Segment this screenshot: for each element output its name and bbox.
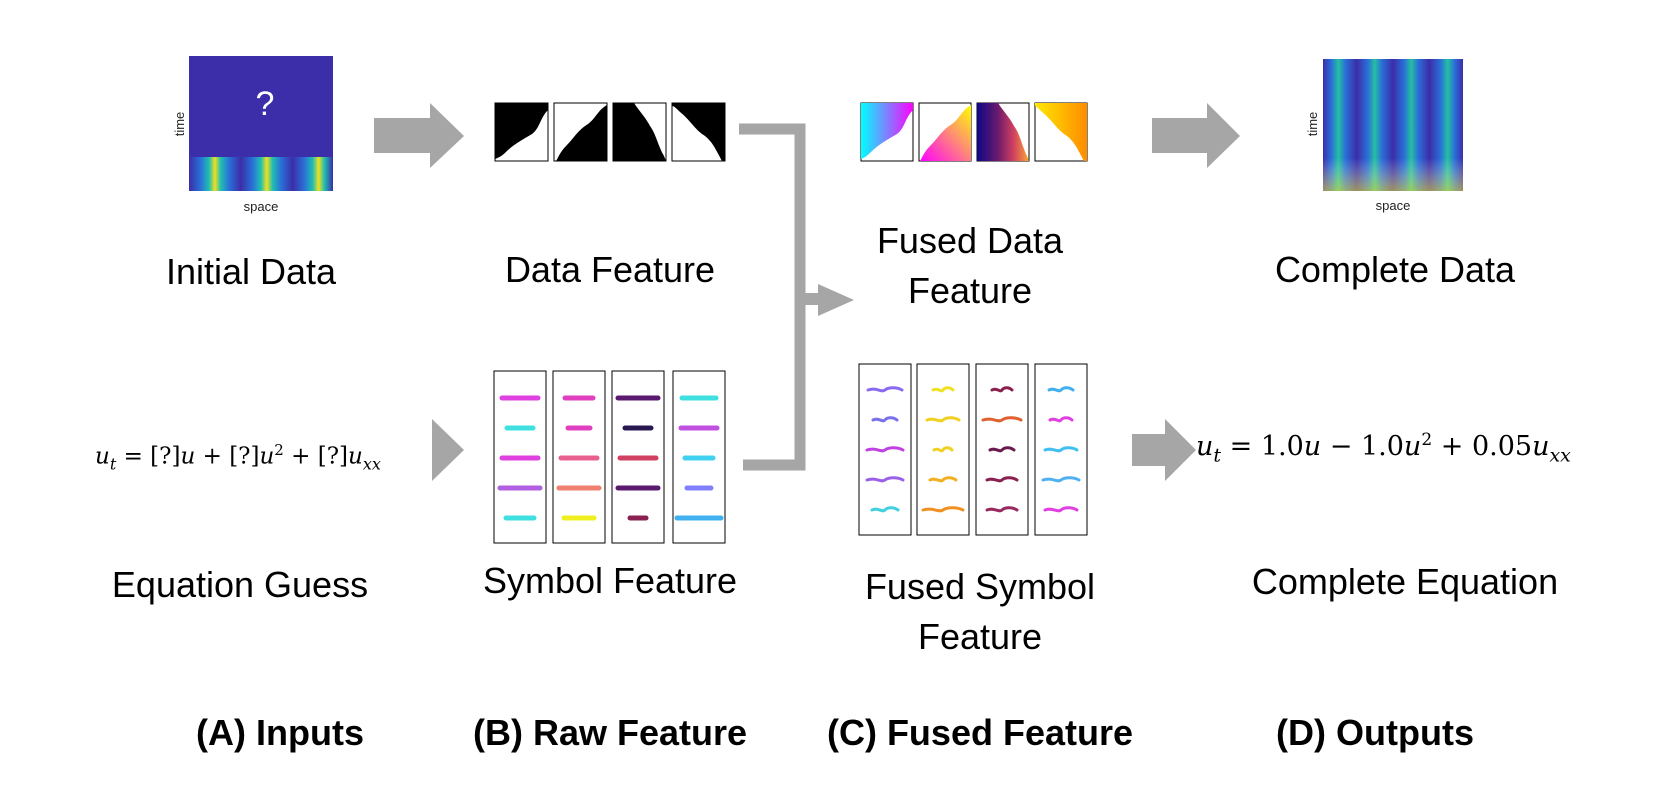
ceq-equals: =	[1221, 431, 1261, 462]
ceq-sup-2: 2	[1421, 430, 1433, 450]
right-arrow	[432, 419, 464, 481]
fused-symbol-feature-label-line2: Feature	[917, 616, 1043, 657]
ceq-plus: +	[1432, 431, 1472, 462]
equation-guess-label: Equation Guess	[111, 564, 369, 605]
section-heading-outputs: (D) Outputs	[1276, 712, 1474, 753]
ceq-coef-3: 0.05	[1471, 431, 1533, 462]
data-feature-label: Data Feature	[504, 249, 716, 290]
fused-data-feature-label-line1: Fused Data	[876, 220, 1064, 261]
axis-label-space: space	[1376, 198, 1411, 213]
data-feature-tile	[553, 102, 608, 162]
data-feature-tile	[494, 102, 549, 162]
arrows	[374, 103, 1240, 481]
complete-data-heatmap: time space	[1305, 59, 1463, 213]
ceq-var-1: u	[1303, 431, 1322, 462]
right-arrow	[1152, 103, 1240, 168]
data-feature-tiles	[494, 102, 726, 162]
section-heading-fused-feature: (C) Fused Feature	[826, 712, 1134, 753]
ceq-lhs-sub: t	[1213, 444, 1222, 467]
right-arrow	[374, 103, 464, 168]
eq-coef-1: [?]	[150, 443, 181, 470]
equation-guess: ut = [?]u + [?]u2 + [?]uxx	[95, 441, 395, 481]
fused-symbol-feature-columns	[858, 363, 1088, 536]
fused-symbol-stroke	[1043, 446, 1079, 453]
fused-symbol-stroke	[866, 386, 904, 393]
fused-symbol-stroke	[865, 446, 905, 453]
fused-symbol-stroke	[1043, 506, 1079, 513]
fused-data-tile	[918, 102, 972, 162]
fused-symbol-stroke	[1047, 386, 1075, 393]
fused-symbol-stroke	[988, 446, 1016, 453]
ceq-var-3: u	[1532, 431, 1550, 462]
eq-lhs-sub: t	[109, 454, 117, 474]
ceq-sub-3: xx	[1549, 444, 1571, 467]
section-heading-raw-feature: (B) Raw Feature	[472, 712, 748, 753]
fused-symbol-stroke	[925, 416, 961, 423]
ceq-minus: −	[1321, 431, 1361, 462]
fused-symbol-stroke	[928, 476, 958, 483]
eq-sub-3: xx	[362, 454, 381, 474]
section-heading-inputs: (A) Inputs	[196, 712, 364, 753]
fused-symbol-stroke	[932, 446, 954, 453]
eq-var-2: u	[259, 443, 275, 470]
fused-symbol-feature-label-line1: Fused Symbol	[864, 566, 1096, 607]
fused-symbol-stroke	[870, 506, 900, 513]
fused-symbol-stroke	[985, 476, 1019, 483]
fused-symbol-stroke	[1041, 476, 1081, 483]
ceq-lhs: u	[1196, 431, 1214, 462]
fused-symbol-stroke	[985, 506, 1019, 513]
axis-label-time: time	[1305, 112, 1320, 137]
right-arrow	[1132, 419, 1196, 481]
eq-lhs: u	[95, 443, 110, 470]
eq-coef-3: [?]	[317, 443, 349, 470]
complete-equation: ut = 1.0u − 1.0u2 + 0.05uxx	[1196, 430, 1596, 474]
fused-data-feature-label-line2: Feature	[907, 270, 1033, 311]
fused-symbol-stroke	[871, 416, 899, 423]
eq-sup-2: 2	[274, 441, 284, 459]
fused-data-tile	[1034, 102, 1088, 162]
fused-symbol-stroke	[981, 416, 1023, 423]
ceq-var-2: u	[1403, 431, 1422, 462]
fused-symbol-stroke	[865, 476, 905, 483]
fused-data-feature-tiles	[860, 102, 1088, 162]
eq-var-3: u	[348, 443, 363, 470]
initial-data-label: Initial Data	[165, 251, 337, 292]
complete-equation-label: Complete Equation	[1251, 561, 1559, 602]
eq-plus-2: +	[283, 443, 318, 470]
axis-label-time: time	[172, 112, 187, 137]
symbol-feature-label: Symbol Feature	[482, 560, 738, 601]
data-feature-tile	[612, 102, 667, 162]
ceq-coef-1: 1.0	[1260, 431, 1304, 462]
data-feature-tile	[671, 102, 726, 162]
eq-var-1: u	[180, 443, 196, 470]
eq-plus-1: +	[195, 443, 230, 470]
complete-data-label: Complete Data	[1274, 249, 1516, 290]
fused-symbol-stroke	[921, 506, 965, 513]
question-mark: ?	[256, 85, 275, 123]
fused-symbol-stroke	[990, 386, 1014, 393]
symbol-feature-columns	[493, 370, 726, 544]
initial-data-heatmap: ? time space	[172, 56, 333, 214]
eq-equals: =	[116, 443, 151, 470]
merge-arrowhead	[818, 284, 854, 316]
merge-connector	[739, 123, 806, 471]
fused-symbol-stroke	[1048, 416, 1074, 423]
fused-data-tile	[860, 102, 914, 162]
fused-data-tile	[976, 102, 1030, 162]
axis-label-space: space	[244, 199, 279, 214]
fused-symbol-stroke	[931, 386, 955, 393]
ceq-coef-2: 1.0	[1360, 431, 1404, 462]
eq-coef-2: [?]	[229, 443, 260, 470]
